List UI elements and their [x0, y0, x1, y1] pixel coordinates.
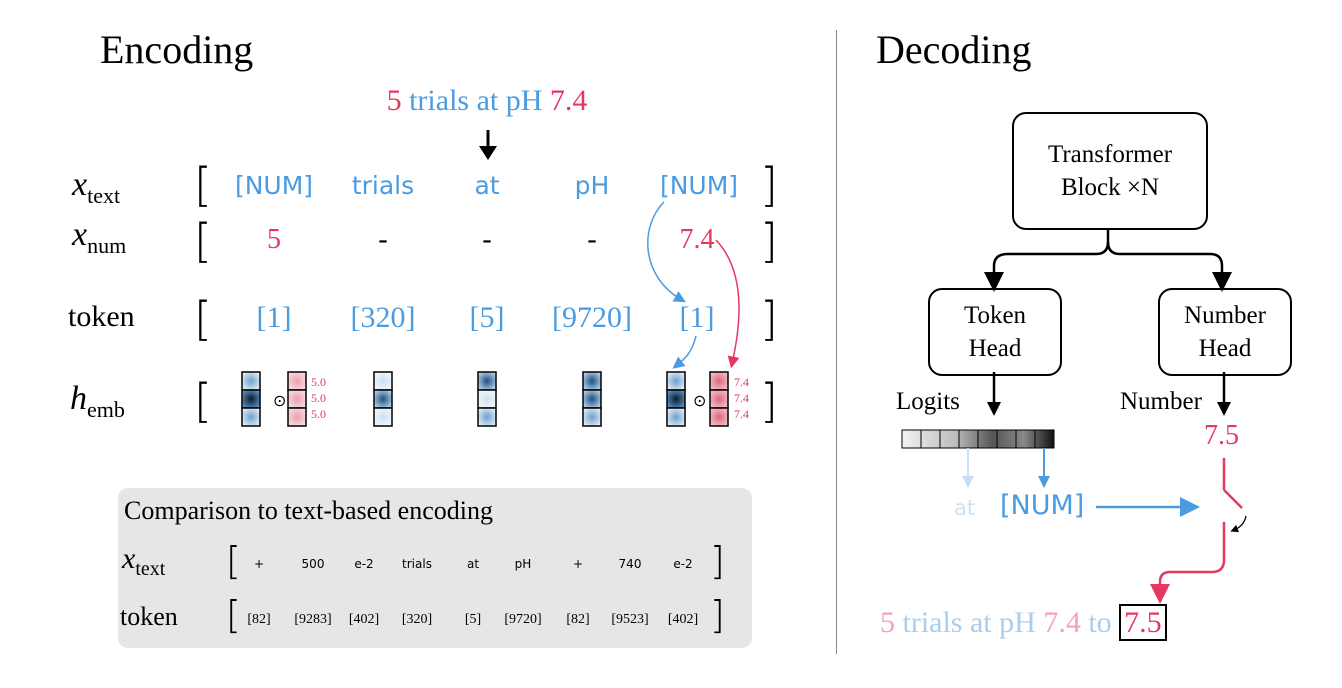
token-cell: [9720]: [552, 301, 632, 334]
output-text-1: trials at pH: [895, 606, 1044, 639]
input-number-2: 7.4: [549, 84, 588, 117]
x-num-cell: 7.4: [679, 224, 715, 255]
logits-arrows: [962, 448, 1050, 488]
cmp-x-text-cell: e-2: [354, 557, 374, 571]
encoding-title: Encoding: [100, 27, 254, 72]
arrow-value-to-emb: [715, 239, 740, 369]
cmp-bracket-right-2: ]: [710, 593, 725, 637]
hadamard-product-icon: ⊙: [273, 391, 286, 410]
token-head-arrow: [987, 372, 1001, 416]
cmp-token-cell: [5]: [464, 612, 482, 627]
number-label: Number: [1120, 388, 1202, 415]
embedding-vectors: ⊙ ⊙: [241, 371, 729, 427]
cmp-x-text-cell: 500: [301, 557, 325, 571]
arrow-num-to-token: [647, 201, 686, 303]
cmp-token-cell: [402]: [667, 612, 699, 627]
number-vector-2: [709, 371, 729, 427]
logits-bar: [901, 429, 1055, 449]
input-number-1: 5: [386, 84, 402, 117]
comparison-title: Comparison to text-based encoding: [124, 496, 493, 525]
routing-switch: [1096, 458, 1247, 604]
down-arrow-icon: [479, 130, 497, 160]
logits-label: Logits: [896, 388, 960, 415]
token-head: Token Head: [928, 288, 1062, 376]
embedding-vector-4: [582, 371, 602, 427]
cmp-token-cell: [82]: [566, 612, 590, 627]
cmp-x-text-cell: 740: [618, 557, 642, 571]
output-sentence: 5 trials at pH 7.4 to 7.5: [880, 604, 1167, 641]
output-number-2: 7.4: [1043, 606, 1081, 639]
number-head: Number Head: [1158, 288, 1292, 376]
number-head-arrow: [1217, 372, 1231, 416]
input-sentence: 5 trials at pH 7.4: [387, 84, 588, 118]
number-vector-1: [287, 371, 307, 427]
comparison-panel: Comparison to text-based encoding xtext …: [118, 488, 752, 648]
token-cell: [1]: [256, 301, 292, 334]
encoding-arrows: [647, 201, 740, 369]
cmp-x-text-cell: +: [253, 557, 265, 571]
cmp-token-cell: [9523]: [611, 612, 649, 627]
x-text-cell: [NUM]: [234, 171, 314, 200]
cmp-token-cell: [9283]: [294, 612, 332, 627]
cmp-token-cell: [402]: [348, 612, 380, 627]
transformer-block: Transformer Block ×N: [1012, 112, 1208, 230]
embedding-vector-3: [477, 371, 497, 427]
bracket-right-x-num: ]: [760, 214, 778, 268]
input-text: trials at pH: [401, 84, 550, 117]
cmp-x-text-cell: trials: [402, 557, 432, 571]
x-text-cell: at: [474, 171, 500, 200]
label-h-emb: hemb: [70, 380, 125, 422]
embedding-vector-1: [241, 371, 261, 427]
transformer-split-arrows: [984, 228, 1232, 292]
token-cell: [320]: [350, 301, 416, 334]
cmp-x-text-cell: +: [572, 557, 584, 571]
x-num-cell: -: [587, 224, 597, 255]
label-x-text: xtext: [72, 166, 121, 208]
cmp-bracket-left-1: [: [226, 539, 241, 583]
label-x-num: xnum: [72, 216, 127, 258]
cmp-x-text-cell: at: [466, 557, 480, 571]
arrow-token-to-emb: [672, 335, 697, 369]
cmp-token-cell: [9720]: [504, 612, 542, 627]
hadamard-product-icon: ⊙: [693, 391, 706, 410]
x-num-cell: -: [482, 224, 492, 255]
bracket-left-x-text: [: [194, 158, 212, 212]
x-text-cell: [NUM]: [659, 171, 739, 200]
embedding-vector-5: [666, 371, 686, 427]
cmp-bracket-right-1: ]: [710, 539, 725, 583]
cmp-x-text-cell: pH: [514, 557, 532, 571]
token-cell: [1]: [679, 301, 715, 334]
section-divider: [836, 30, 837, 654]
cmp-bracket-left-2: [: [226, 593, 241, 637]
x-text-cell: pH: [574, 171, 610, 200]
output-result: 7.5: [1119, 604, 1167, 641]
embedding-vector-2: [373, 371, 393, 427]
cmp-x-text-cell: e-2: [673, 557, 693, 571]
bracket-left-x-num: [: [194, 214, 212, 268]
decoding-title: Decoding: [876, 27, 1032, 72]
token-cell: [5]: [469, 301, 505, 334]
output-text-2: to: [1080, 606, 1120, 639]
comparison-label-token: token: [120, 602, 178, 631]
label-token: token: [68, 300, 135, 333]
bracket-left-token: [: [194, 292, 212, 346]
bracket-right-h: ]: [760, 374, 778, 428]
bracket-right-x-text: ]: [760, 158, 778, 212]
comparison-label-x-text: xtext: [122, 542, 166, 580]
cmp-token-cell: [320]: [401, 612, 433, 627]
faded-token: at: [954, 496, 976, 520]
cmp-token-cell: [82]: [247, 612, 271, 627]
x-num-cell: 5: [267, 224, 281, 255]
x-text-cell: trials: [351, 171, 415, 200]
chosen-token: [NUM]: [1000, 490, 1085, 521]
bracket-right-token: ]: [760, 292, 778, 346]
output-number-1: 5: [880, 606, 895, 639]
predicted-number: 7.5: [1204, 420, 1239, 451]
bracket-left-h: [: [194, 374, 212, 428]
x-num-cell: -: [378, 224, 388, 255]
